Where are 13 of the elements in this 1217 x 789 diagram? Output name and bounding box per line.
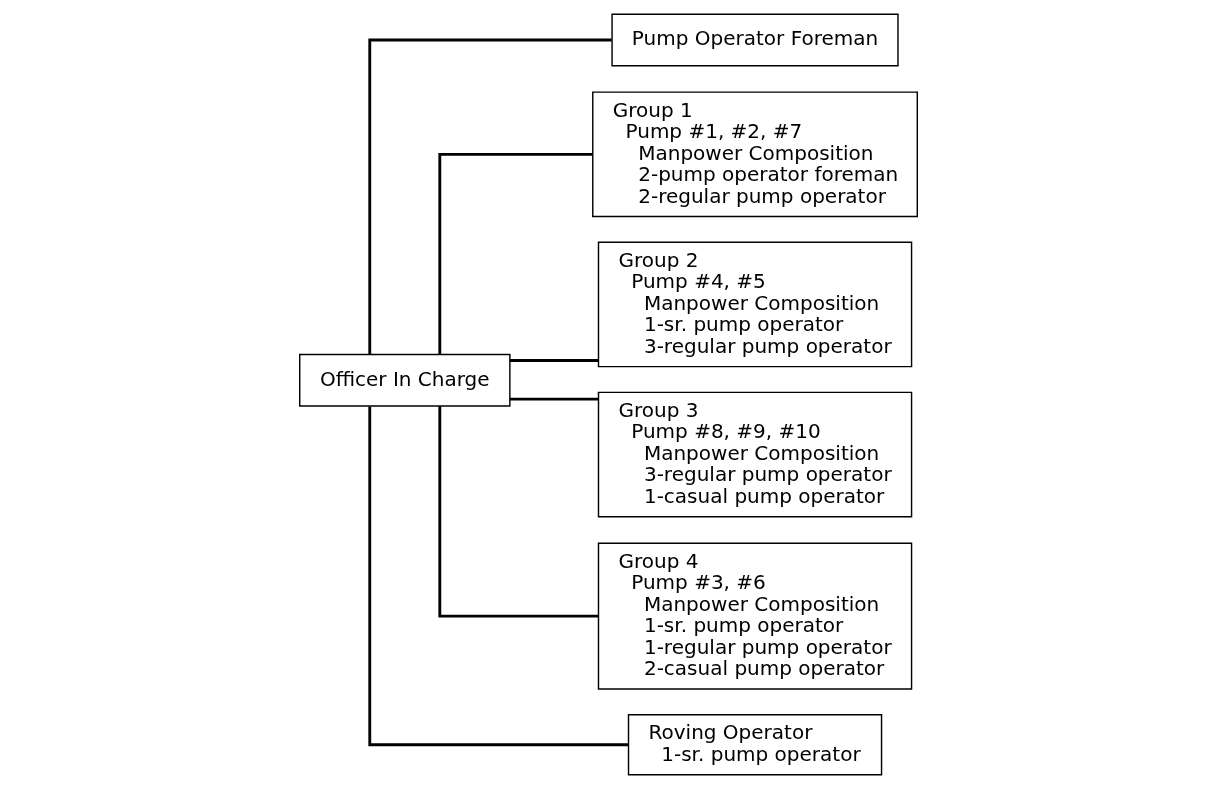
connector bbox=[438, 152, 593, 355]
node-box: Group 3 Pump #8, #9, #10 Manpower Composition 3-regular pump operator 1-casual pump operator bbox=[597, 391, 913, 518]
node-box: Pump Operator Foreman bbox=[611, 13, 899, 67]
node-box: Group 4 Pump #3, #6 Manpower Composition 1-sr. pump operator 1-regular pump operator 2-casual pump operator bbox=[597, 542, 913, 690]
connector bbox=[368, 38, 612, 355]
node-box: Officer In Charge bbox=[299, 353, 511, 407]
connector bbox=[368, 406, 629, 747]
connector bbox=[438, 406, 599, 618]
node-box: Group 1 Pump #1, #2, #7 Manpower Composition 2-pump operator foreman 2-regular pump operator bbox=[592, 91, 918, 218]
connector bbox=[509, 359, 599, 362]
node-box: Roving Operator 1-sr. pump operator bbox=[627, 714, 883, 776]
connector bbox=[509, 397, 599, 401]
node-box: Group 2 Pump #4, #5 Manpower Composition 1-sr. pump operator 3-regular pump operator bbox=[597, 241, 913, 368]
